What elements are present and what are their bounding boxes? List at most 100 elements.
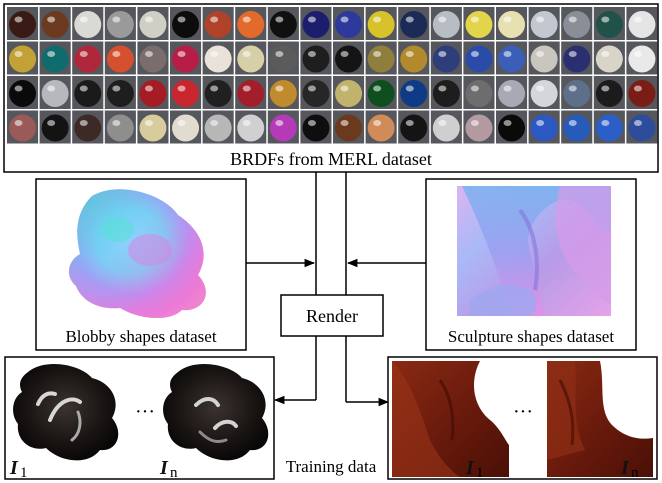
brdf-sphere	[137, 76, 169, 109]
brdf-sphere	[528, 76, 560, 109]
brdf-sphere	[496, 7, 528, 40]
brdf-sphere	[430, 76, 462, 109]
brdf-sphere	[7, 110, 39, 144]
brdf-sphere	[593, 7, 625, 40]
rendered-sculpture-image-1	[392, 361, 509, 477]
brdf-sphere	[202, 110, 234, 144]
brdf-sphere	[170, 41, 202, 75]
merl-caption: BRDFs from MERL dataset	[230, 149, 432, 169]
brdf-sphere	[430, 7, 462, 40]
brdf-sphere	[561, 41, 593, 75]
brdf-sphere	[430, 110, 462, 144]
brdf-sphere	[39, 7, 71, 40]
brdf-sphere	[365, 76, 397, 109]
brdf-sphere	[235, 110, 267, 144]
brdf-sphere	[463, 110, 495, 144]
subscript-label-in-blobby: I n	[159, 457, 178, 481]
sculpture-caption: Sculpture shapes dataset	[448, 327, 614, 346]
brdf-sphere	[333, 76, 365, 109]
brdf-sphere	[235, 7, 267, 40]
brdf-sphere	[463, 7, 495, 40]
brdf-sphere	[267, 76, 299, 109]
brdf-sphere	[593, 41, 625, 75]
brdf-sphere	[202, 76, 234, 109]
brdf-sphere	[300, 7, 332, 40]
blobby-caption: Blobby shapes dataset	[65, 327, 216, 346]
brdf-sphere	[463, 41, 495, 75]
brdf-sphere	[267, 41, 299, 75]
brdf-sphere	[104, 41, 136, 75]
svg-text:n: n	[631, 465, 639, 481]
brdf-sphere	[496, 41, 528, 75]
brdf-sphere	[333, 41, 365, 75]
brdf-sphere	[104, 110, 136, 144]
brdf-sphere	[398, 7, 430, 40]
brdf-sphere	[561, 7, 593, 40]
brdf-sphere	[202, 41, 234, 75]
brdf-sphere	[365, 110, 397, 144]
training-ellipsis-right: ···	[513, 401, 533, 423]
brdf-sphere	[333, 7, 365, 40]
rendered-blobby-image-n	[163, 364, 269, 461]
brdf-sphere	[626, 41, 658, 75]
svg-text:I: I	[465, 457, 475, 479]
brdf-sphere	[267, 7, 299, 40]
brdf-sphere	[398, 76, 430, 109]
brdf-sphere	[202, 7, 234, 40]
brdf-sphere	[137, 110, 169, 144]
brdf-sphere	[528, 41, 560, 75]
brdf-sphere	[561, 76, 593, 109]
brdf-sphere	[235, 41, 267, 75]
render-box	[280, 294, 384, 337]
brdf-sphere	[137, 7, 169, 40]
svg-text:I: I	[159, 457, 169, 479]
brdf-sphere	[626, 110, 658, 144]
brdf-sphere	[39, 76, 71, 109]
brdf-sphere	[365, 7, 397, 40]
brdf-sphere	[72, 7, 104, 40]
svg-text:I: I	[620, 457, 630, 479]
brdf-sphere	[104, 76, 136, 109]
rendered-blobby-image-1	[13, 364, 119, 461]
brdf-sphere	[72, 110, 104, 144]
brdf-sphere	[528, 7, 560, 40]
sculpture-shape-image	[457, 186, 611, 316]
subscript-label-in-sculpture: I n	[620, 457, 639, 481]
brdf-sphere	[463, 76, 495, 109]
brdf-sphere	[496, 76, 528, 109]
brdf-sphere	[561, 110, 593, 144]
brdf-sphere-grid	[7, 7, 658, 144]
brdf-sphere	[593, 76, 625, 109]
svg-text:1: 1	[476, 465, 484, 481]
brdf-sphere	[104, 7, 136, 40]
brdf-sphere	[398, 41, 430, 75]
brdf-sphere	[72, 41, 104, 75]
subscript-label-i1-blobby: I 1	[9, 457, 28, 481]
brdf-sphere	[626, 7, 658, 40]
svg-text:n: n	[170, 465, 178, 481]
svg-text:I: I	[9, 457, 19, 479]
brdf-sphere	[300, 76, 332, 109]
blobby-shape-image	[68, 189, 206, 319]
brdf-sphere	[300, 41, 332, 75]
brdf-sphere	[7, 76, 39, 109]
brdf-sphere	[430, 41, 462, 75]
brdf-sphere	[267, 110, 299, 144]
brdf-sphere	[496, 110, 528, 144]
brdf-sphere	[333, 110, 365, 144]
brdf-sphere	[365, 41, 397, 75]
brdf-sphere	[593, 110, 625, 144]
brdf-sphere	[137, 41, 169, 75]
brdf-sphere	[528, 110, 560, 144]
brdf-sphere	[170, 7, 202, 40]
brdf-sphere	[39, 110, 71, 144]
brdf-sphere	[626, 76, 658, 109]
brdf-sphere	[170, 110, 202, 144]
brdf-sphere	[72, 76, 104, 109]
brdf-sphere	[7, 7, 39, 40]
brdf-sphere	[398, 110, 430, 144]
rendered-sculpture-image-n	[547, 361, 653, 477]
brdf-sphere	[300, 110, 332, 144]
brdf-sphere	[39, 41, 71, 75]
